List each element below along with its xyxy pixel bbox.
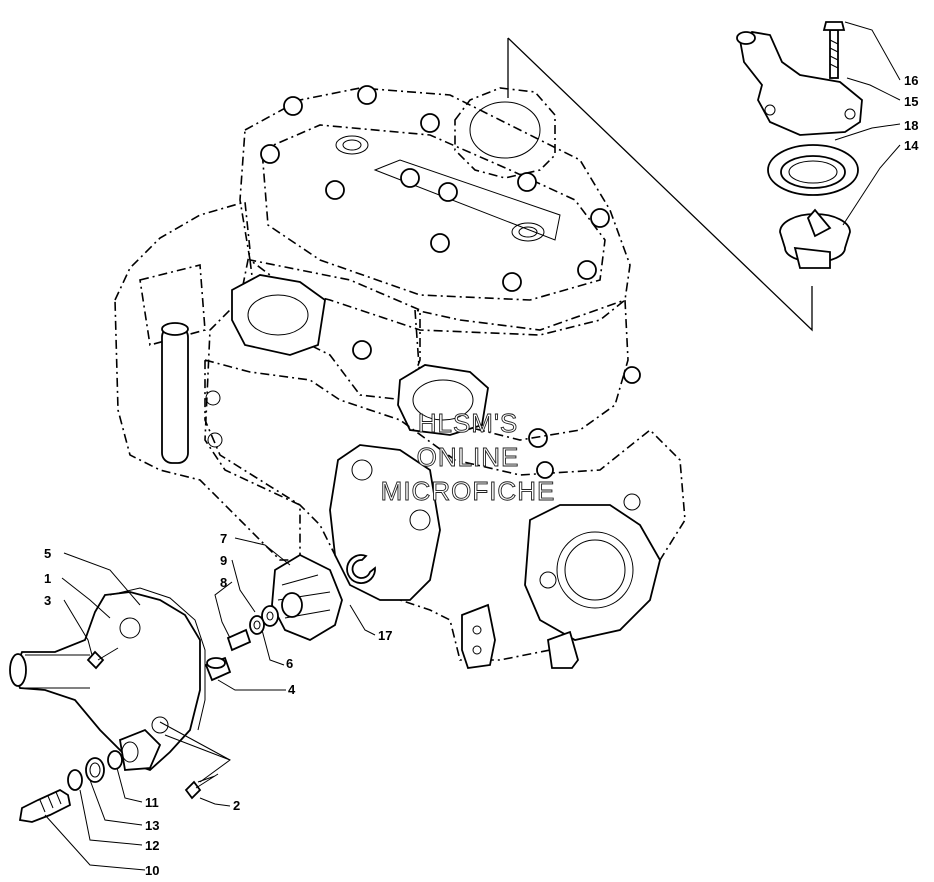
callout-2: 2 (233, 798, 240, 813)
callout-4: 4 (288, 682, 296, 697)
callout-14: 14 (904, 138, 919, 153)
snap-ring (346, 554, 376, 584)
callout-6: 6 (286, 656, 293, 671)
watermark: HLSM'S ONLINE MICROFICHE (380, 408, 556, 507)
callout-8: 8 (220, 575, 227, 590)
watermark-line-2: ONLINE (417, 442, 520, 472)
callout-7: 7 (220, 531, 227, 546)
callout-9: 9 (220, 553, 227, 568)
thermostat-bolt (829, 29, 839, 79)
callout-labels: 5 1 3 7 9 8 6 4 17 2 11 13 12 10 16 15 1… (44, 73, 919, 878)
water-pump-group (9, 537, 376, 871)
watermark-line-3: MICROFICHE (381, 476, 556, 506)
callout-11: 11 (145, 795, 159, 810)
callout-5: 5 (44, 546, 51, 561)
watermark-line-1: HLSM'S (418, 408, 519, 438)
callout-13: 13 (145, 818, 159, 833)
thermostat-group (507, 21, 901, 332)
callout-1: 1 (44, 571, 51, 586)
engine-block (114, 85, 686, 669)
callout-12: 12 (145, 838, 159, 853)
dowel-pin (161, 326, 189, 464)
thermostat-housing (739, 31, 863, 136)
callout-10: 10 (145, 863, 159, 878)
callout-3: 3 (44, 593, 51, 608)
impeller (271, 553, 343, 642)
callout-16: 16 (904, 73, 918, 88)
callout-18: 18 (904, 118, 918, 133)
bleed-screw (18, 788, 72, 823)
callout-15: 15 (904, 94, 918, 109)
callout-17: 17 (378, 628, 392, 643)
pump-cover (13, 591, 201, 772)
